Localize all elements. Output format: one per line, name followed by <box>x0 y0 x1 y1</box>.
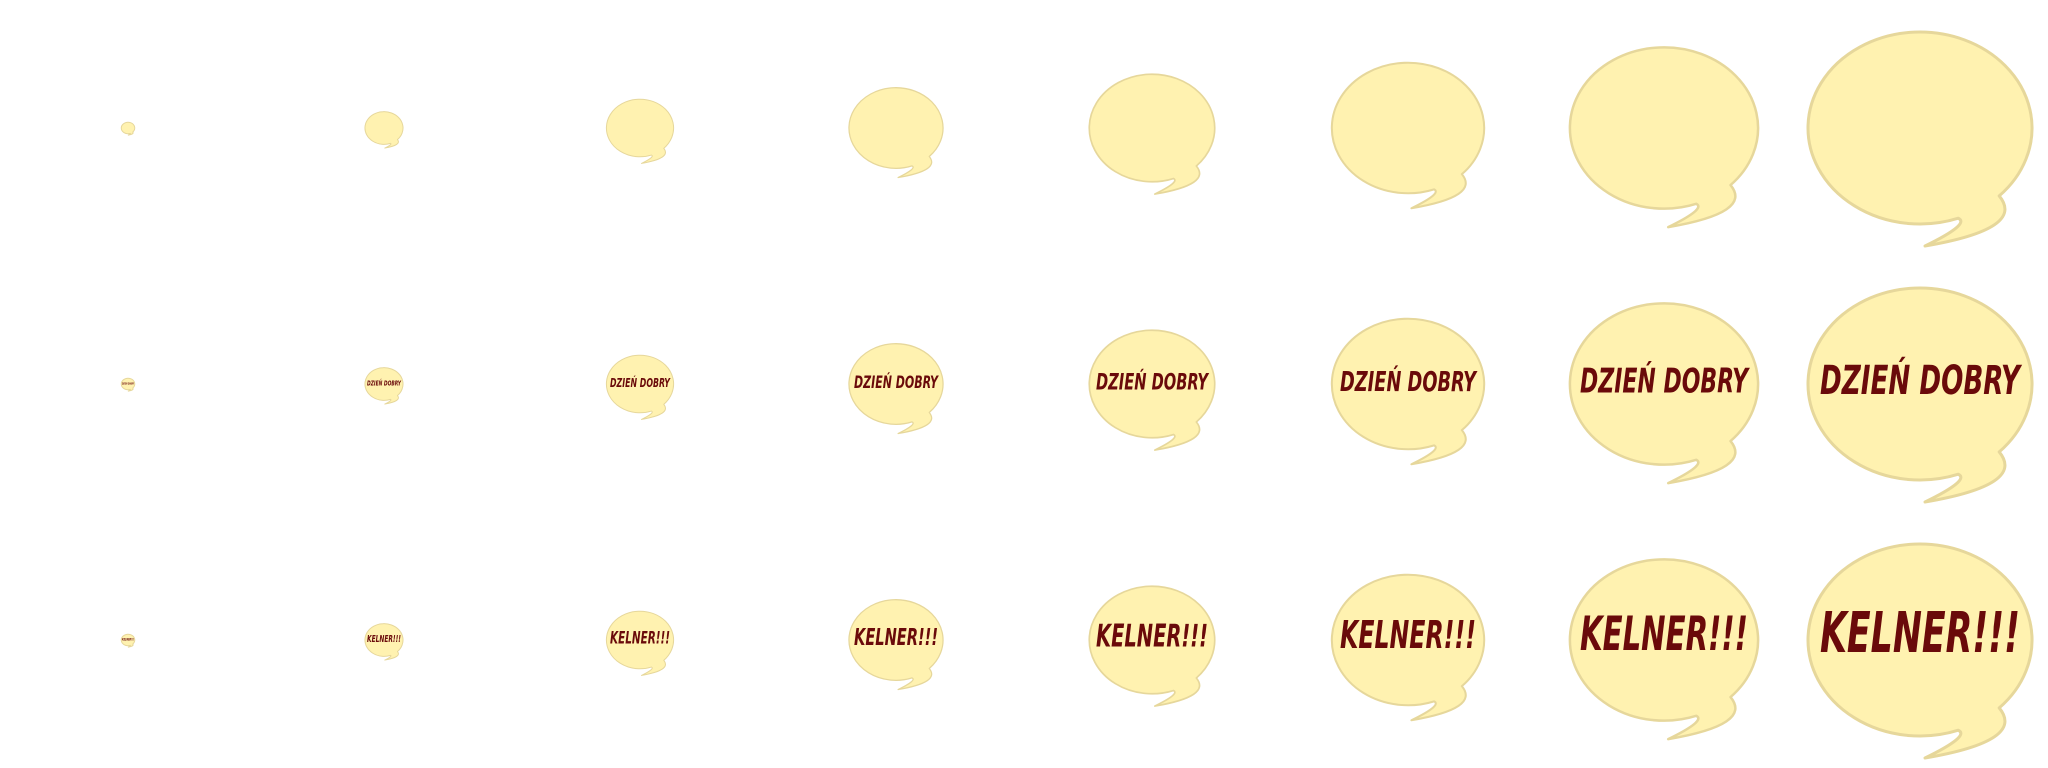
bubble-text-greeting: DZIEŃ DOBRY <box>1580 360 1750 400</box>
speech-bubble-greeting-5: DZIEŃ DOBRY <box>1088 329 1216 451</box>
speech-bubble-greeting-6: DZIEŃ DOBRY <box>1330 317 1486 466</box>
speech-bubble-shape <box>848 599 944 691</box>
speech-bubble-shape <box>364 111 404 149</box>
speech-bubble-shape <box>120 633 136 648</box>
speech-bubble-call-7: KELNER!!! <box>1568 558 1760 741</box>
speech-bubble-greeting-3: DZIEŃ DOBRY <box>605 354 675 420</box>
speech-bubble-shape <box>1088 585 1216 707</box>
speech-bubble-shape <box>1330 573 1486 722</box>
bubble-text-call: KELNER!!! <box>1820 601 2020 666</box>
speech-bubble-shape <box>1568 558 1760 741</box>
speech-bubble-shape <box>1806 542 2034 760</box>
speech-bubble-shape <box>605 98 675 164</box>
speech-bubble-shape <box>120 377 136 392</box>
speech-bubble-call-6: KELNER!!! <box>1330 573 1486 722</box>
speech-bubble-shape <box>364 367 404 405</box>
speech-bubble-call-3: KELNER!!! <box>605 610 675 676</box>
speech-bubble-shape <box>1806 286 2034 504</box>
speech-bubble-shape <box>1088 329 1216 451</box>
speech-bubble-empty-2 <box>364 111 404 149</box>
speech-bubble-shape <box>1088 73 1216 195</box>
speech-bubble-empty-6 <box>1330 61 1486 210</box>
bubble-text-call: KELNER!!! <box>610 628 670 648</box>
speech-bubble-shape <box>1330 61 1486 210</box>
speech-bubble-shape <box>848 87 944 179</box>
speech-bubble-shape <box>605 354 675 420</box>
speech-bubble-empty-1 <box>120 121 136 136</box>
speech-bubble-empty-3 <box>605 98 675 164</box>
bubble-text-greeting: DZIEŃ DOBRY <box>1340 366 1478 398</box>
bubble-text-greeting: DZIEŃ DOBRY <box>1096 368 1210 396</box>
bubble-text-call: KELNER!!! <box>854 623 938 651</box>
speech-bubble-greeting-7: DZIEŃ DOBRY <box>1568 302 1760 485</box>
speech-bubble-empty-5 <box>1088 73 1216 195</box>
bubble-text-greeting: DZIEŃ DOBRY <box>1820 356 2023 404</box>
speech-bubble-empty-4 <box>848 87 944 179</box>
speech-bubble-greeting-1: DZIEŃ DOBRY <box>120 377 136 392</box>
bubble-text-greeting: DZIEŃ DOBRY <box>122 383 134 386</box>
speech-bubble-call-5: KELNER!!! <box>1088 585 1216 707</box>
speech-bubble-shape <box>364 623 404 661</box>
speech-bubble-shape <box>605 610 675 676</box>
bubble-text-call: KELNER!!! <box>1580 607 1748 662</box>
speech-bubble-shape <box>848 343 944 435</box>
speech-bubble-greeting-8: DZIEŃ DOBRY <box>1806 286 2034 504</box>
speech-bubble-shape <box>1806 30 2034 248</box>
bubble-text-greeting: DZIEŃ DOBRY <box>367 379 402 388</box>
speech-bubble-shape <box>1568 302 1760 485</box>
bubble-text-call: KELNER!!! <box>1096 619 1208 655</box>
speech-bubble-empty-8 <box>1806 30 2034 248</box>
speech-bubble-empty-7 <box>1568 46 1760 229</box>
bubble-text-greeting: DZIEŃ DOBRY <box>610 375 671 390</box>
speech-bubble-greeting-4: DZIEŃ DOBRY <box>848 343 944 435</box>
bubble-text-greeting: DZIEŃ DOBRY <box>854 371 939 392</box>
speech-bubble-shape <box>1330 317 1486 466</box>
bubble-text-call: KELNER!!! <box>367 634 401 645</box>
speech-bubble-shape <box>120 121 136 136</box>
speech-bubble-call-8: KELNER!!! <box>1806 542 2034 760</box>
speech-bubble-call-2: KELNER!!! <box>364 623 404 661</box>
bubble-text-call: KELNER!!! <box>1340 613 1476 657</box>
bubble-text-call: KELNER!!! <box>122 638 134 642</box>
speech-bubble-greeting-2: DZIEŃ DOBRY <box>364 367 404 405</box>
speech-bubble-call-1: KELNER!!! <box>120 633 136 648</box>
speech-bubble-shape <box>1568 46 1760 229</box>
speech-bubble-call-4: KELNER!!! <box>848 599 944 691</box>
